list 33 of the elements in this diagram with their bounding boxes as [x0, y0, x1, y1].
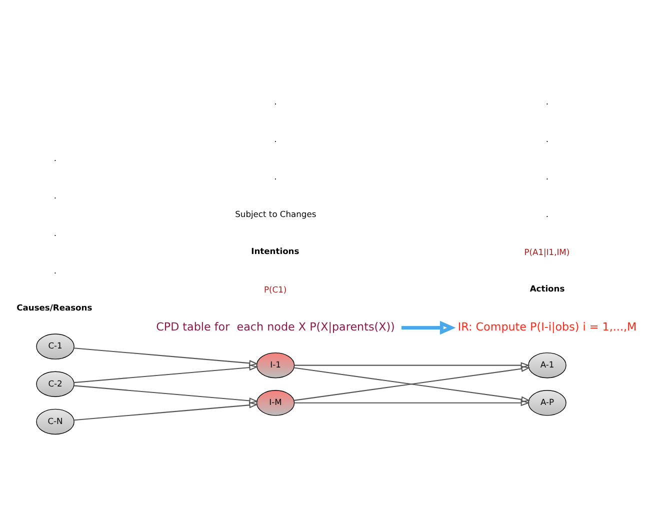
node-text: IR: Compute P(I-i|obs) i = 1,...,M: [458, 320, 637, 333]
node-ellipse: C-2: [36, 370, 74, 396]
node-ellipse: I-1: [256, 352, 295, 378]
label: Subject to Changes: [235, 208, 316, 219]
node-ellipse: I-M: [256, 390, 295, 416]
label: .: [54, 227, 57, 238]
label: Intentions: [251, 246, 300, 256]
node-ellipse: A-1: [528, 352, 566, 378]
label: .: [546, 134, 548, 144]
node-ellipse: A-P: [528, 390, 566, 416]
label: P(C1): [264, 284, 287, 294]
label: .: [274, 171, 277, 182]
label: .: [274, 96, 277, 106]
label: .: [274, 134, 277, 144]
node-text: CPD table for each node X P(X|parents(X)): [156, 320, 395, 333]
label: .: [54, 152, 57, 162]
arrow: [74, 364, 258, 383]
label: P(A1|I1,IM): [524, 246, 570, 256]
label: Causes/Reasons: [16, 302, 92, 312]
node-ellipse: C-1: [36, 333, 74, 359]
arrow: [74, 401, 258, 420]
label: .: [546, 171, 548, 182]
node-ellipse: C-N: [36, 408, 74, 434]
label: .: [54, 265, 57, 276]
arrow: [74, 347, 258, 366]
arrow: [74, 384, 258, 404]
label: .: [54, 190, 57, 200]
arrow: [401, 320, 456, 334]
label: .: [546, 208, 548, 219]
arrow: [294, 362, 530, 368]
label: .: [546, 96, 548, 106]
label: Actions: [530, 283, 565, 294]
arrow: [294, 399, 530, 406]
